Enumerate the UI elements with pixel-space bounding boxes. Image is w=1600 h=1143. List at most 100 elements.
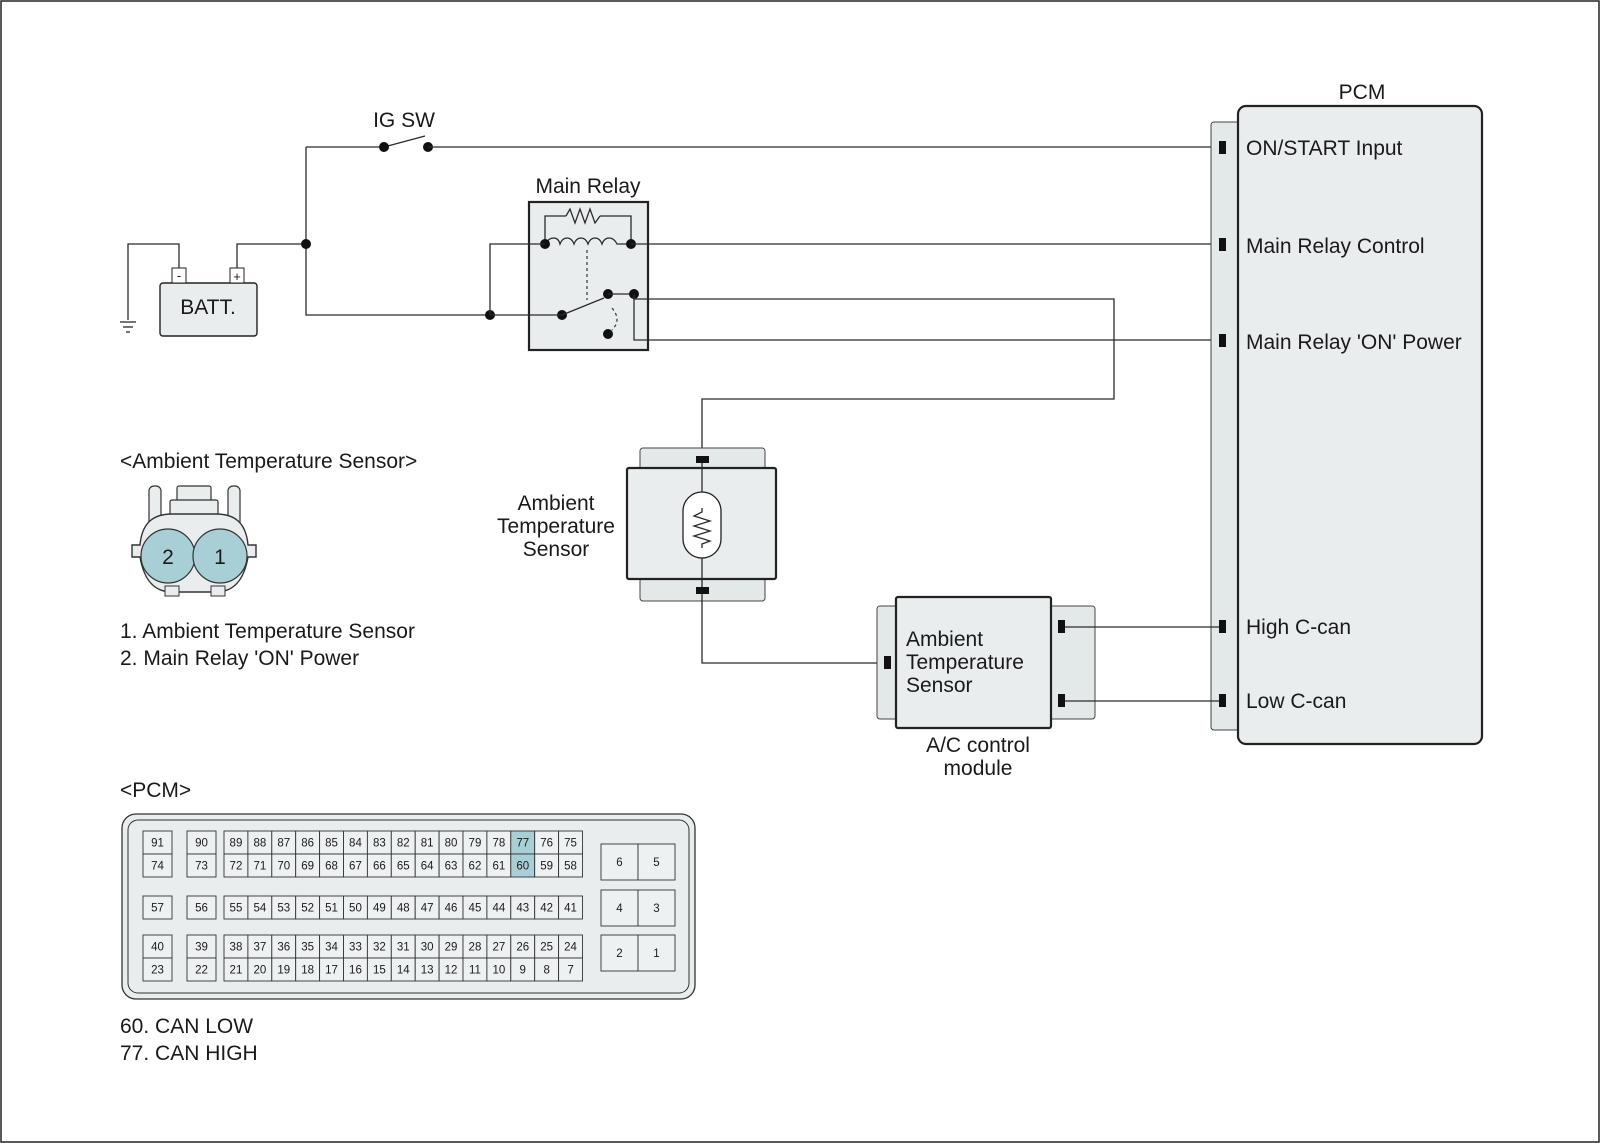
pcm-pin-number: 35 <box>301 942 314 954</box>
pcm-pin-number: 24 <box>564 942 577 954</box>
pcm-pin-cell <box>186 895 217 920</box>
pcm-pin-number: 40 <box>151 942 164 954</box>
pcm-pin-number: 50 <box>349 903 362 915</box>
pcm-pin-number: 12 <box>445 965 458 977</box>
pcm-pin-cell <box>186 853 217 878</box>
pcm-pin-number: 44 <box>492 903 505 915</box>
ac-module-caption-line2: module <box>944 757 1013 780</box>
pcm-pin-cell <box>600 843 639 881</box>
pcm-pin-number: 8 <box>543 965 549 977</box>
pcm-pin-cell <box>637 843 676 881</box>
sensor-label-line2: Temperature <box>497 515 615 538</box>
pcm-pin-number: 86 <box>301 838 314 850</box>
main-relay-label: Main Relay <box>535 175 641 198</box>
pcm-pin-number: 68 <box>325 861 338 873</box>
pcm-pin-number: 6 <box>616 857 622 869</box>
pcm-pin-number: 46 <box>445 903 458 915</box>
pcm-pin-number: 31 <box>397 942 410 954</box>
pcm-pin-number: 69 <box>301 861 314 873</box>
pcm-pin-number: 55 <box>230 903 243 915</box>
ac-module-caption-line1: A/C control <box>926 734 1030 757</box>
pcm-pin-high-c-can: High C-can <box>1246 616 1351 639</box>
pcm-pin-number: 2 <box>616 948 622 960</box>
pcm-pin-number: 76 <box>540 838 553 850</box>
pcm-pin-number: 63 <box>445 861 458 873</box>
pcm-pin-cell <box>142 895 173 920</box>
pcm-pin-main-relay-control: Main Relay Control <box>1246 235 1425 258</box>
pcm-pin-cell <box>142 957 173 982</box>
sensor-power-wire <box>634 298 1115 460</box>
main-relay-on-power-wire <box>633 294 1222 341</box>
pcm-pin-cell <box>558 895 583 920</box>
sensor-label-line3: Sensor <box>523 538 590 561</box>
pcm-pin-number: 26 <box>516 942 529 954</box>
pcm-pin-number: 20 <box>253 965 266 977</box>
pcm-pin-number: 10 <box>492 965 505 977</box>
pcm-pin-number: 79 <box>469 838 482 850</box>
pcm-legend-1: 60. CAN LOW <box>120 1015 253 1038</box>
pcm-pin-number: 73 <box>195 861 208 873</box>
pcm-pin-number: 90 <box>195 838 208 850</box>
pcm-pin-number: 48 <box>397 903 410 915</box>
pcm-pin-number: 3 <box>653 903 659 915</box>
pcm-module <box>1210 104 1484 746</box>
pcm-pin-number: 25 <box>540 942 553 954</box>
ignition-switch-icon <box>306 135 433 152</box>
pcm-pin-number: 72 <box>230 861 243 873</box>
pcm-pin-number: 49 <box>373 903 386 915</box>
pcm-pin-number: 29 <box>445 942 458 954</box>
battery-positive-wire <box>236 243 306 268</box>
pcm-pin-number: 27 <box>492 942 505 954</box>
sensor-pin-1: 1 <box>214 546 226 569</box>
sensor-signal-wire <box>701 594 886 664</box>
pcm-pin-number: 77 <box>516 838 529 850</box>
ig-switch-label: IG SW <box>373 109 435 132</box>
pcm-pin-number: 41 <box>564 903 577 915</box>
pcm-pin-low-c-can: Low C-can <box>1246 690 1346 713</box>
pcm-pin-number: 83 <box>373 838 386 850</box>
pcm-pin-number: 65 <box>397 861 410 873</box>
pcm-pin-number: 62 <box>469 861 482 873</box>
ac-module-inner-line2: Temperature <box>906 651 1024 674</box>
pcm-pin-number: 30 <box>421 942 434 954</box>
pcm-pin-number: 47 <box>421 903 434 915</box>
pcm-pin-number: 91 <box>151 838 164 850</box>
pcm-pin-number: 58 <box>564 861 577 873</box>
sensor-legend-1: 1. Ambient Temperature Sensor <box>120 620 415 643</box>
pcm-pin-number: 67 <box>349 861 362 873</box>
pcm-pin-main-relay-on-power: Main Relay 'ON' Power <box>1246 331 1462 354</box>
pcm-pin-number: 53 <box>277 903 290 915</box>
pcm-pin-number: 70 <box>277 861 290 873</box>
sensor-connector-title: <Ambient Temperature Sensor> <box>120 450 417 473</box>
pcm-pin-number: 17 <box>325 965 338 977</box>
pcm-pin-number: 36 <box>277 942 290 954</box>
pcm-pin-number: 61 <box>492 861 505 873</box>
pcm-pin-number: 18 <box>301 965 314 977</box>
ambient-temperature-sensor <box>625 447 778 602</box>
pcm-pin-cell <box>186 957 217 982</box>
pcm-legend-2: 77. CAN HIGH <box>120 1042 258 1065</box>
pcm-pin-number: 13 <box>421 965 434 977</box>
sensor-legend-2: 2. Main Relay 'ON' Power <box>120 647 359 670</box>
pcm-pin-number: 21 <box>230 965 243 977</box>
pcm-pin-number: 19 <box>277 965 290 977</box>
pcm-pin-number: 23 <box>151 965 164 977</box>
battery-label: BATT. <box>180 296 236 319</box>
pcm-pin-number: 54 <box>253 903 266 915</box>
pcm-pin-number: 38 <box>230 942 243 954</box>
pcm-pin-number: 89 <box>230 838 243 850</box>
battery-pos-label: + <box>233 269 241 284</box>
pcm-pin-number: 11 <box>469 965 481 977</box>
junction-dot <box>301 239 311 249</box>
pcm-pin-number: 34 <box>325 942 338 954</box>
pcm-pin-number: 39 <box>195 942 208 954</box>
pcm-connector-title: <PCM> <box>120 779 191 802</box>
pcm-pin-number: 43 <box>516 903 529 915</box>
pcm-pin-number: 78 <box>492 838 505 850</box>
pcm-pin-number: 51 <box>325 903 338 915</box>
pcm-title: PCM <box>1339 81 1386 104</box>
main-relay <box>527 200 650 352</box>
pcm-pin-number: 56 <box>195 903 208 915</box>
